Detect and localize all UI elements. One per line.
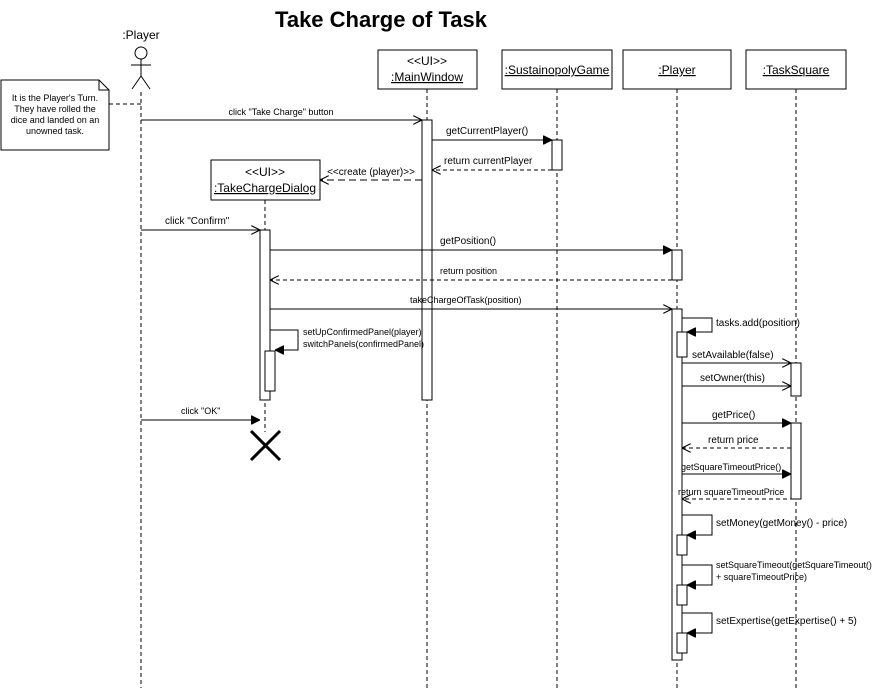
mainwindow-name: :MainWindow bbox=[391, 70, 463, 84]
msg-return-current-player: return currentPlayer bbox=[444, 156, 533, 167]
participant-dialog: <<UI>> :TakeChargeDialog bbox=[210, 159, 321, 201]
participant-game: :SustainopolyGame bbox=[501, 49, 613, 90]
note-line-1: It is the Player's Turn. bbox=[12, 93, 98, 103]
msg-click-take-charge: click "Take Charge" button bbox=[229, 107, 334, 117]
actor-head bbox=[134, 46, 148, 60]
mainwindow-stereotype: <<UI>> bbox=[407, 54, 447, 68]
player-name: :Player bbox=[658, 63, 695, 77]
actor-label: :Player bbox=[122, 28, 159, 42]
msg-set-expertise: setExpertise(getExpertise() + 5) bbox=[716, 616, 857, 627]
note-line-3: dice and landed on an bbox=[11, 115, 100, 125]
msg-return-square-timeout-price: return squareTimeoutPrice bbox=[678, 487, 784, 497]
msg-click-ok: click "OK" bbox=[181, 406, 220, 416]
activation-player-nested-2 bbox=[676, 534, 688, 556]
msg-set-owner: setOwner(this) bbox=[700, 373, 765, 384]
activation-player-nested-1 bbox=[676, 331, 688, 358]
activation-player-2 bbox=[671, 308, 683, 661]
participant-player: :Player bbox=[622, 49, 732, 90]
activation-mainwindow bbox=[421, 119, 433, 401]
destroy-marker-icon bbox=[249, 429, 282, 462]
activation-tasksquare-2 bbox=[790, 422, 802, 500]
participant-mainwindow: <<UI>> :MainWindow bbox=[377, 49, 478, 90]
note-line-4: unowned task. bbox=[26, 126, 84, 136]
activation-game bbox=[551, 139, 563, 171]
diagram-title: Take Charge of Task bbox=[275, 7, 488, 32]
msg-get-position: getPosition() bbox=[440, 236, 496, 247]
msg-return-position: return position bbox=[440, 266, 497, 276]
note-line-2: They have rolled the bbox=[14, 104, 96, 114]
game-name: :SustainopolyGame bbox=[505, 63, 610, 77]
msg-create-dialog: <<create (player)>> bbox=[327, 167, 415, 178]
dialog-stereotype: <<UI>> bbox=[245, 165, 285, 179]
msg-return-price: return price bbox=[708, 435, 759, 446]
activation-tasksquare-1 bbox=[790, 362, 802, 397]
activation-player-nested-4 bbox=[676, 632, 688, 654]
msg-setup-confirmed-self-arrow bbox=[270, 329, 299, 350]
msg-switch-panels: switchPanels(confirmedPanel) bbox=[303, 339, 424, 349]
dialog-name: :TakeChargeDialog bbox=[214, 181, 316, 195]
msg-take-charge-of-task: takeChargeOfTask(position) bbox=[410, 295, 522, 305]
msg-get-price: getPrice() bbox=[712, 410, 755, 421]
msg-setup-confirmed-panel: setUpConfirmedPanel(player) bbox=[303, 327, 422, 337]
activation-dialog bbox=[259, 229, 271, 401]
msg-get-square-timeout-price: getSquareTimeoutPrice() bbox=[681, 462, 781, 472]
msg-set-square-timeout-line1: setSquareTimeout(getSquareTimeout() bbox=[716, 560, 872, 570]
msg-set-square-timeout-line2: + squareTimeoutPrice) bbox=[716, 572, 807, 582]
activation-player-1 bbox=[671, 249, 683, 281]
msg-click-confirm: click "Confirm" bbox=[165, 216, 230, 227]
msg-tasks-add-self-arrow bbox=[682, 317, 713, 332]
tasksquare-name: :TaskSquare bbox=[763, 63, 830, 77]
activation-player-nested-3 bbox=[676, 584, 688, 606]
actor-player: :Player bbox=[122, 28, 160, 90]
msg-set-money: setMoney(getMoney() - price) bbox=[716, 518, 847, 529]
msg-tasks-add: tasks.add(position) bbox=[716, 318, 800, 329]
participant-tasksquare: :TaskSquare bbox=[745, 49, 847, 90]
note: It is the Player's Turn. They have rolle… bbox=[0, 79, 110, 151]
msg-set-expertise-self-arrow bbox=[682, 612, 713, 633]
msg-set-available: setAvailable(false) bbox=[692, 350, 774, 361]
activation-dialog-nested bbox=[264, 350, 276, 392]
msg-get-current-player: getCurrentPlayer() bbox=[446, 126, 528, 137]
msg-set-money-self-arrow bbox=[682, 514, 713, 535]
msg-set-square-timeout-self-arrow bbox=[682, 564, 713, 585]
